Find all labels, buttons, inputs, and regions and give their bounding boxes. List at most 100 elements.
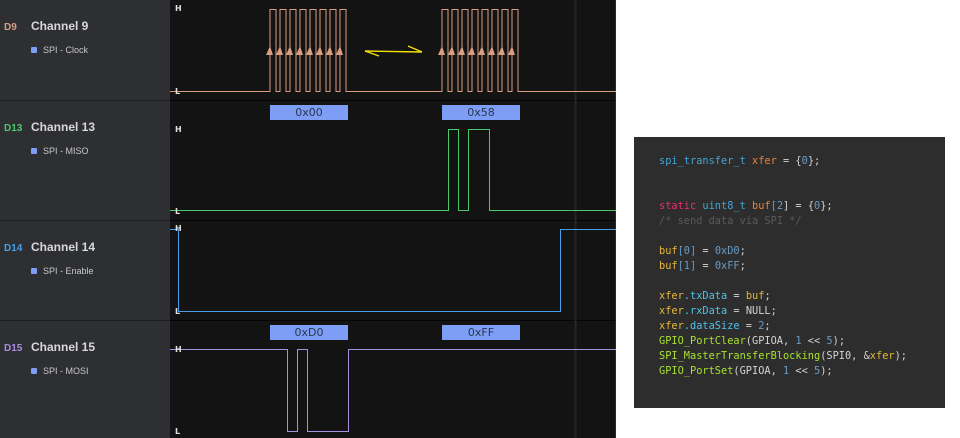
rising-edge-marker-icon xyxy=(438,46,445,55)
code-line: xfer.rxData = NULL; xyxy=(659,304,907,319)
rising-edge-marker-icon xyxy=(488,46,495,55)
code-token: = xyxy=(696,245,715,257)
rising-edge-marker-icon xyxy=(296,46,303,55)
rising-edge-marker-icon xyxy=(286,46,293,55)
channel-13-header[interactable]: D13 Channel 13 SPI - MISO xyxy=(0,101,170,221)
code-token: /* send data via SPI */ xyxy=(659,215,802,227)
level-high-label: H xyxy=(175,345,182,354)
code-block: spi_transfer_t xfer = {0}; static uint8_t… xyxy=(659,154,907,379)
code-token: 0 xyxy=(814,200,821,212)
rising-edge-marker-icon xyxy=(458,46,465,55)
level-low-label: L xyxy=(175,307,181,316)
channel-name: Channel 15 xyxy=(31,340,96,354)
code-token: ); xyxy=(894,350,908,362)
channel-9-header[interactable]: D9 Channel 9 SPI - Clock xyxy=(0,0,170,101)
channel-name: Channel 13 xyxy=(31,120,96,134)
rising-edge-marker-icon xyxy=(276,46,283,55)
rising-edge-marker-icon xyxy=(498,46,505,55)
code-line xyxy=(659,229,907,244)
code-token: ; xyxy=(764,290,771,302)
code-line: spi_transfer_t xfer = {0}; xyxy=(659,154,907,169)
level-high-label: H xyxy=(175,125,182,134)
code-token: ; xyxy=(739,245,746,257)
code-line xyxy=(659,184,907,199)
double-arrow-icon xyxy=(364,45,423,57)
code-token: [0] xyxy=(677,245,697,257)
code-line: SPI_MasterTransferBlocking(SPI0, &xfer); xyxy=(659,349,907,364)
code-token: GPIO_PortSet xyxy=(659,365,734,377)
code-line xyxy=(659,169,907,184)
code-token: [ xyxy=(770,200,777,212)
code-token: << xyxy=(789,365,815,377)
rising-edge-marker-icon xyxy=(508,46,515,55)
level-low-label: L xyxy=(175,207,181,216)
code-token: 0xFF xyxy=(714,260,740,272)
waveform-area[interactable]: H L H L H L H L 0x00 0x58 0xD0 0xFF xyxy=(170,0,616,438)
code-token: buf xyxy=(745,290,765,302)
protocol-label: SPI - Clock xyxy=(43,45,89,55)
rising-edge-marker-icon xyxy=(448,46,455,55)
code-token: }; xyxy=(820,200,833,212)
channel-protocol: SPI - MOSI xyxy=(31,366,89,376)
code-line: static uint8_t buf[2] = {0}; xyxy=(659,199,907,214)
level-high-label: H xyxy=(175,4,182,13)
code-token: [1] xyxy=(677,260,697,272)
code-token: ] = { xyxy=(783,200,815,212)
rising-edge-marker-icon xyxy=(266,46,273,55)
code-line: xfer.dataSize = 2; xyxy=(659,319,907,334)
rising-edge-marker-icon xyxy=(468,46,475,55)
code-token: (GPIOA, xyxy=(745,335,796,347)
miso-decoded-byte[interactable]: 0x00 xyxy=(270,105,348,120)
code-token: static xyxy=(659,200,703,212)
code-token: 5 xyxy=(826,335,833,347)
code-token: ); xyxy=(832,335,846,347)
enable-signal-trace xyxy=(170,229,616,312)
mosi-signal-trace xyxy=(170,349,616,432)
code-line: GPIO_PortClear(GPIOA, 1 << 5); xyxy=(659,334,907,349)
code-token: (GPIOA, xyxy=(733,365,784,377)
code-token: ); xyxy=(820,365,833,377)
clock-signal-trace xyxy=(170,9,616,92)
code-token: xfer xyxy=(752,155,777,167)
code-token: 1 xyxy=(783,365,790,377)
channel-15-header[interactable]: D15 Channel 15 SPI - MOSI xyxy=(0,321,170,438)
channel-14-header[interactable]: D14 Channel 14 SPI - Enable xyxy=(0,221,170,321)
code-token: .dataSize xyxy=(683,320,740,332)
code-line: /* send data via SPI */ xyxy=(659,214,907,229)
waveform-background xyxy=(170,0,616,438)
code-token: buf xyxy=(752,200,771,212)
code-token: (SPI0, & xyxy=(820,350,870,362)
mosi-decoded-byte[interactable]: 0xFF xyxy=(442,325,520,340)
channel-name: Channel 14 xyxy=(31,240,96,254)
rising-edge-marker-icon xyxy=(316,46,323,55)
code-token: = xyxy=(727,290,746,302)
rising-edge-marker-icon xyxy=(336,46,343,55)
level-low-label: L xyxy=(175,427,181,436)
code-line xyxy=(659,274,907,289)
code-token: 0xD0 xyxy=(714,245,740,257)
mosi-decoded-byte[interactable]: 0xD0 xyxy=(270,325,348,340)
code-token: = { xyxy=(776,155,802,167)
code-token: << xyxy=(801,335,827,347)
code-token: SPI_MasterTransferBlocking xyxy=(659,350,821,362)
code-token: buf xyxy=(659,260,678,272)
code-token: GPIO_PortClear xyxy=(659,335,746,347)
code-token: xfer xyxy=(659,290,684,302)
code-token: .rxData xyxy=(683,305,728,317)
logic-analyzer-view: D9 Channel 9 SPI - Clock D13 Channel 13 … xyxy=(0,0,616,438)
code-token: ; xyxy=(764,320,771,332)
code-token: xfer xyxy=(869,350,895,362)
miso-decoded-byte[interactable]: 0x58 xyxy=(442,105,520,120)
protocol-color-swatch xyxy=(31,148,37,154)
code-token: = xyxy=(696,260,715,272)
clock-edge-markers xyxy=(266,46,515,55)
code-token: = xyxy=(739,320,759,332)
protocol-label: SPI - MOSI xyxy=(43,366,89,376)
code-token: uint8_t xyxy=(702,200,753,212)
code-token: buf xyxy=(659,245,678,257)
code-token: = NULL; xyxy=(727,305,777,317)
code-token: 2 xyxy=(776,200,784,212)
channel-id: D15 xyxy=(4,343,23,354)
code-token: 2 xyxy=(758,320,765,332)
code-line: buf[0] = 0xD0; xyxy=(659,244,907,259)
